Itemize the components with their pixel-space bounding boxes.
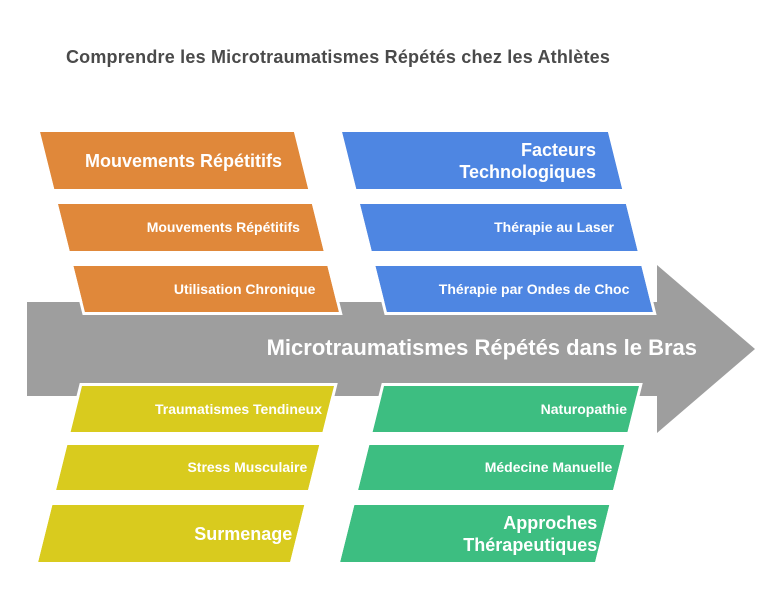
list-item-label: Thérapie par Ondes de Choc (438, 280, 630, 297)
list-item: Naturopathie (369, 383, 643, 435)
list-item: Thérapie au Laser (356, 201, 641, 254)
list-item-label: Mouvements Répétitifs (146, 219, 300, 235)
group-header-label: Approches Thérapeutiques (463, 512, 598, 555)
list-item-label: Médecine Manuelle (484, 459, 613, 475)
group-surmenage: Traumatismes Tendineux Stress Musculaire… (34, 383, 338, 577)
list-item-label: Stress Musculaire (187, 459, 308, 475)
group-header-label: Mouvements Répétitifs (84, 150, 282, 171)
group-header: Mouvements Répétitifs (36, 129, 312, 192)
list-item: Médecine Manuelle (354, 442, 628, 493)
group-facteurs-technologiques: Facteurs Technologiques Thérapie au Lase… (338, 129, 657, 327)
group-mouvements-repetitifs: Mouvements Répétitifs Mouvements Répétit… (36, 129, 343, 327)
center-arrow-label: Microtraumatismes Répétés dans le Bras (266, 335, 697, 360)
list-item-label: Naturopathie (540, 400, 627, 417)
group-header-label: Facteurs Technologiques (459, 139, 596, 182)
list-item: Stress Musculaire (52, 442, 323, 493)
list-item: Traumatismes Tendineux (67, 383, 338, 435)
group-approches-therapeutiques: Naturopathie Médecine Manuelle Approches… (336, 383, 643, 577)
list-item-label: Utilisation Chronique (173, 280, 316, 297)
group-header: Surmenage (34, 502, 308, 565)
list-item-label: Traumatismes Tendineux (154, 400, 322, 417)
group-header: Approches Thérapeutiques (336, 502, 613, 565)
list-item: Mouvements Répétitifs (54, 201, 327, 254)
page-title: Comprendre les Microtraumatismes Répétés… (65, 47, 611, 67)
group-header-label: Surmenage (194, 523, 293, 544)
list-item: Utilisation Chronique (70, 263, 343, 315)
list-item-label: Thérapie au Laser (494, 219, 614, 235)
list-item: Thérapie par Ondes de Choc (372, 263, 657, 315)
group-header: Facteurs Technologiques (338, 129, 626, 192)
